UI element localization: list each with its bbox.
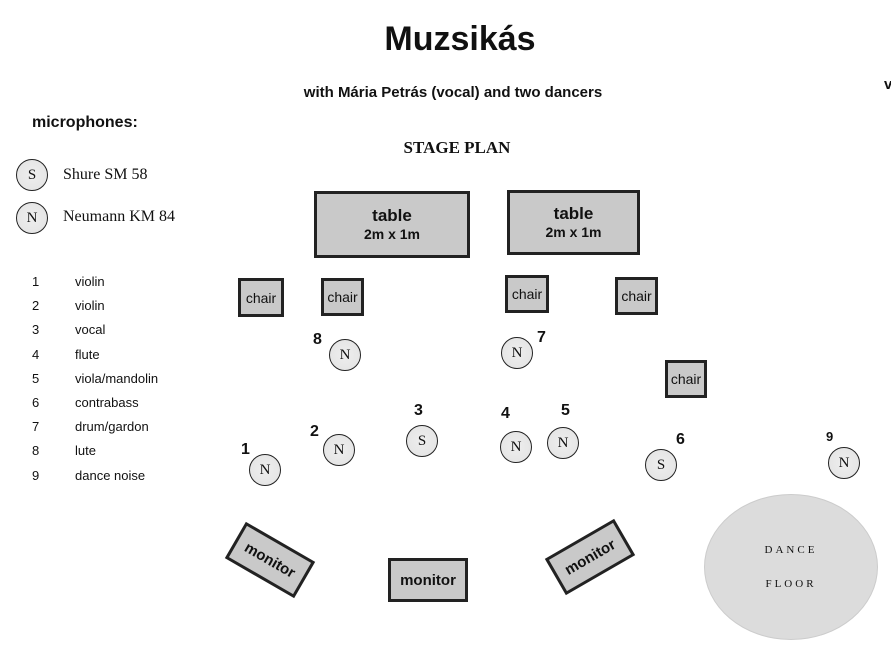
instrument-name: drum/gardon — [75, 419, 149, 435]
table-left: table 2m x 1m — [314, 191, 470, 258]
mic-3-icon: S — [406, 425, 438, 457]
dance-floor-label: DANCE — [764, 544, 818, 556]
instrument-number: 7 — [32, 419, 40, 435]
legend-label-shure: Shure SM 58 — [63, 166, 148, 183]
mic-number-label: 8 — [313, 331, 322, 348]
table-right: table 2m x 1m — [507, 190, 640, 255]
chair: chair — [665, 360, 707, 398]
stage-plan-title: STAGE PLAN — [403, 138, 511, 157]
shure-mic-icon: S — [16, 159, 48, 191]
mic-number-label: 5 — [561, 402, 570, 419]
instrument-name: dance noise — [75, 467, 146, 483]
instrument-name: violin — [75, 274, 105, 289]
mic-5-icon: N — [547, 427, 579, 459]
table-label: table — [372, 205, 412, 225]
mic-2-icon: N — [323, 434, 355, 466]
page-title: Muzsikás — [384, 20, 536, 58]
instrument-number: 8 — [32, 443, 40, 459]
mic-number-label: 1 — [241, 441, 250, 458]
instrument-number: 1 — [32, 274, 40, 289]
instrument-number: 9 — [32, 467, 40, 483]
cut-off-text: v — [884, 76, 891, 93]
instrument-number: 5 — [32, 370, 40, 386]
instrument-name: flute — [75, 346, 100, 362]
table-label: table — [553, 203, 594, 223]
chair: chair — [238, 278, 284, 317]
instrument-number: 6 — [32, 395, 40, 410]
neumann-mic-icon: N — [16, 202, 48, 234]
chair: chair — [615, 277, 658, 315]
mic-number-label: 7 — [537, 329, 546, 346]
dance-floor: DANCE FLOOR — [704, 494, 878, 640]
mic-number-label: 3 — [414, 402, 423, 419]
chair: chair — [321, 278, 364, 316]
mic-number-label: 4 — [501, 405, 510, 422]
table-size: 2m x 1m — [363, 225, 421, 242]
instrument-number: 4 — [32, 346, 40, 362]
instrument-name: viola/mandolin — [75, 370, 159, 386]
instrument-name: violin — [75, 298, 105, 314]
monitor-center: monitor — [388, 558, 468, 602]
instrument-name: vocal — [75, 322, 106, 338]
legend-label-neumann: Neumann KM 84 — [63, 208, 175, 225]
dance-floor-label: FLOOR — [765, 578, 817, 590]
mic-number-label: 6 — [676, 431, 685, 448]
mic-6-icon: S — [645, 449, 677, 481]
chair: chair — [505, 275, 549, 313]
table-size: 2m x 1m — [545, 223, 602, 240]
mic-9-icon: N — [828, 447, 860, 479]
microphones-heading: microphones: — [32, 114, 138, 131]
mic-number-label: 2 — [310, 423, 319, 440]
monitor-left: monitor — [224, 521, 316, 599]
mic-number-label: 9 — [826, 429, 834, 444]
instrument-number: 2 — [32, 298, 40, 314]
mic-8-icon: N — [329, 339, 361, 371]
instrument-number: 3 — [32, 322, 40, 338]
subtitle: with Mária Petrás (vocal) and two dancer… — [303, 84, 603, 101]
instrument-name: contrabass — [75, 395, 139, 410]
instrument-name: lute — [75, 443, 96, 459]
mic-4-icon: N — [500, 431, 532, 463]
mic-7-icon: N — [501, 337, 533, 369]
monitor-right: monitor — [544, 518, 636, 596]
mic-1-icon: N — [249, 454, 281, 486]
